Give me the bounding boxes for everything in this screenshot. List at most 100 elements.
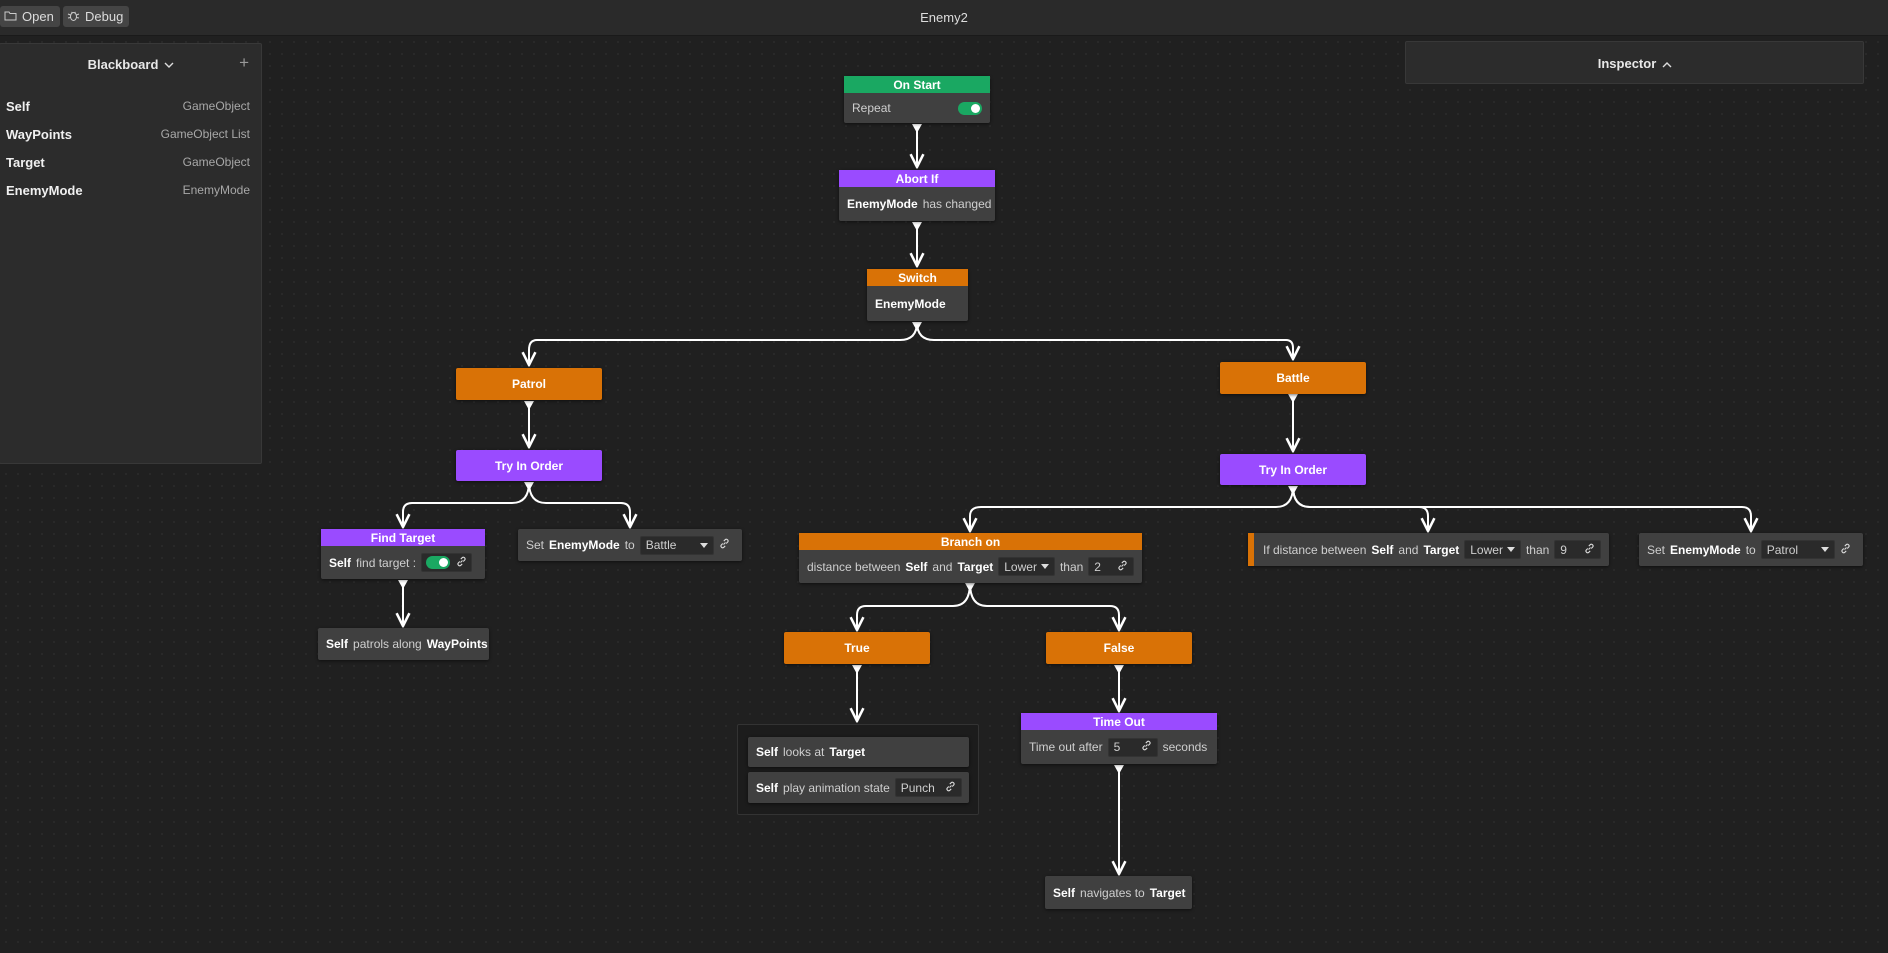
switch-header: Switch (867, 269, 968, 286)
link-icon[interactable] (945, 781, 956, 795)
comparison-value: Lower (1004, 559, 1037, 574)
switch-node[interactable]: Switch EnemyMode (867, 269, 968, 321)
navigate-object: Target (1149, 885, 1186, 900)
caret-down-icon (1040, 564, 1049, 569)
set-label: Set (526, 538, 545, 552)
distance-field[interactable]: 2 (1088, 557, 1134, 576)
repeat-label: Repeat (852, 101, 891, 115)
abort-if-condition: has changed (922, 197, 992, 211)
open-button[interactable]: Open (0, 6, 60, 27)
add-variable-button[interactable]: + (239, 53, 249, 72)
inspector-title: Inspector (1597, 55, 1657, 71)
time-out-value: 5 (1113, 740, 1121, 754)
find-target-text: find target : (356, 555, 417, 570)
find-target-subject: Self (329, 555, 352, 570)
caret-down-icon (1820, 547, 1829, 552)
find-target-node[interactable]: Find Target Self find target : (321, 529, 485, 579)
animation-state-value: Punch (900, 780, 935, 795)
patrol-case-node[interactable]: Patrol (456, 368, 602, 400)
if-distance-node[interactable]: If distance between Self and Target Lowe… (1248, 533, 1609, 566)
comparison-dropdown[interactable]: Lower (998, 557, 1055, 576)
debug-button[interactable]: Debug (63, 6, 130, 27)
true-branch-node[interactable]: True (784, 632, 930, 664)
patrol-text: patrols along (353, 637, 422, 651)
if-distance-than: than (1525, 542, 1550, 557)
enemymode-dropdown[interactable]: Patrol (1760, 540, 1835, 559)
on-start-header: On Start (844, 76, 990, 93)
looks-object: Target (829, 745, 866, 759)
looks-subject: Self (756, 745, 779, 759)
enemymode-value: Patrol (1766, 542, 1799, 557)
link-icon[interactable] (719, 538, 730, 552)
looks-text: looks at (783, 745, 825, 759)
blackboard-variable[interactable]: Self GameObject (0, 92, 262, 120)
play-animation-node[interactable]: Self play animation state Punch (748, 772, 969, 803)
link-icon[interactable] (1584, 543, 1595, 557)
blackboard-variable[interactable]: WayPoints GameObject List (0, 120, 262, 148)
if-distance-var-a: Self (1371, 542, 1394, 557)
try-in-order-node[interactable]: Try In Order (456, 450, 602, 481)
try-in-order-node[interactable]: Try In Order (1220, 454, 1366, 485)
find-target-field[interactable] (421, 553, 473, 572)
caret-down-icon (699, 542, 708, 548)
abort-if-node[interactable]: Abort If EnemyMode has changed (839, 170, 995, 221)
time-out-node[interactable]: Time Out Time out after 5 seconds (1021, 713, 1217, 764)
comparison-value: Lower (1470, 542, 1503, 557)
set-variable: EnemyMode (1670, 542, 1741, 557)
variable-name: EnemyMode (6, 182, 83, 198)
link-icon[interactable] (1141, 740, 1152, 754)
link-icon[interactable] (1840, 543, 1851, 557)
enemymode-dropdown[interactable]: Battle (639, 535, 714, 555)
if-distance-and: and (1398, 542, 1419, 557)
find-target-toggle[interactable] (426, 556, 451, 569)
link-icon[interactable] (456, 556, 467, 570)
if-distance-var-b: Target (1423, 542, 1460, 557)
branch-on-header: Branch on (799, 533, 1142, 550)
bug-icon (67, 9, 80, 25)
animation-state-field[interactable]: Punch (894, 778, 962, 797)
on-start-node[interactable]: On Start Repeat (844, 76, 990, 123)
blackboard-panel: Blackboard + Self GameObject WayPoints G… (0, 43, 262, 464)
patrol-action-node[interactable]: Self patrols along WayPoints (318, 628, 489, 660)
variable-type: EnemyMode (182, 183, 250, 197)
time-out-field[interactable]: 5 (1107, 737, 1158, 757)
abort-if-header: Abort If (839, 170, 995, 187)
window-title: Enemy2 (920, 10, 968, 25)
to-label: to (624, 538, 635, 552)
inspector-header[interactable]: Inspector (1406, 42, 1864, 84)
looks-at-node[interactable]: Self looks at Target (748, 737, 969, 767)
navigate-node[interactable]: Self navigates to Target (1045, 876, 1192, 909)
patrol-object: WayPoints (426, 637, 488, 651)
anim-subject: Self (756, 780, 779, 795)
variable-name: Target (6, 154, 45, 170)
anim-text: play animation state (783, 780, 890, 795)
branch-on-node[interactable]: Branch on distance between Self and Targ… (799, 533, 1142, 583)
inspector-panel: Inspector (1405, 41, 1864, 84)
branch-and: and (932, 559, 953, 574)
variable-type: GameObject (182, 99, 250, 113)
time-out-text: Time out after (1029, 740, 1103, 754)
variable-type: GameObject (182, 155, 250, 169)
open-label: Open (22, 9, 54, 24)
blackboard-title: Blackboard (87, 56, 159, 72)
link-icon[interactable] (1117, 560, 1128, 574)
action-group[interactable]: Self looks at Target Self play animation… (737, 724, 979, 815)
blackboard-variable[interactable]: EnemyMode EnemyMode (0, 176, 262, 204)
condition-strip (1248, 533, 1254, 566)
repeat-toggle[interactable] (958, 101, 982, 115)
branch-var-b: Target (957, 559, 994, 574)
set-enemymode-node[interactable]: Set EnemyMode to Battle (518, 529, 742, 561)
caret-down-icon (1506, 547, 1515, 552)
branch-var-a: Self (905, 559, 928, 574)
switch-variable: EnemyMode (875, 296, 946, 311)
navigate-subject: Self (1053, 885, 1076, 900)
battle-case-node[interactable]: Battle (1220, 362, 1366, 394)
comparison-dropdown[interactable]: Lower (1464, 540, 1521, 559)
blackboard-variable[interactable]: Target GameObject (0, 148, 262, 176)
blackboard-header[interactable]: Blackboard (0, 44, 262, 84)
distance-field[interactable]: 9 (1554, 540, 1601, 559)
false-branch-node[interactable]: False (1046, 632, 1192, 664)
chevron-up-icon (1662, 56, 1672, 71)
enemymode-value: Battle (645, 538, 677, 552)
set-enemymode-node[interactable]: Set EnemyMode to Patrol (1639, 533, 1863, 566)
